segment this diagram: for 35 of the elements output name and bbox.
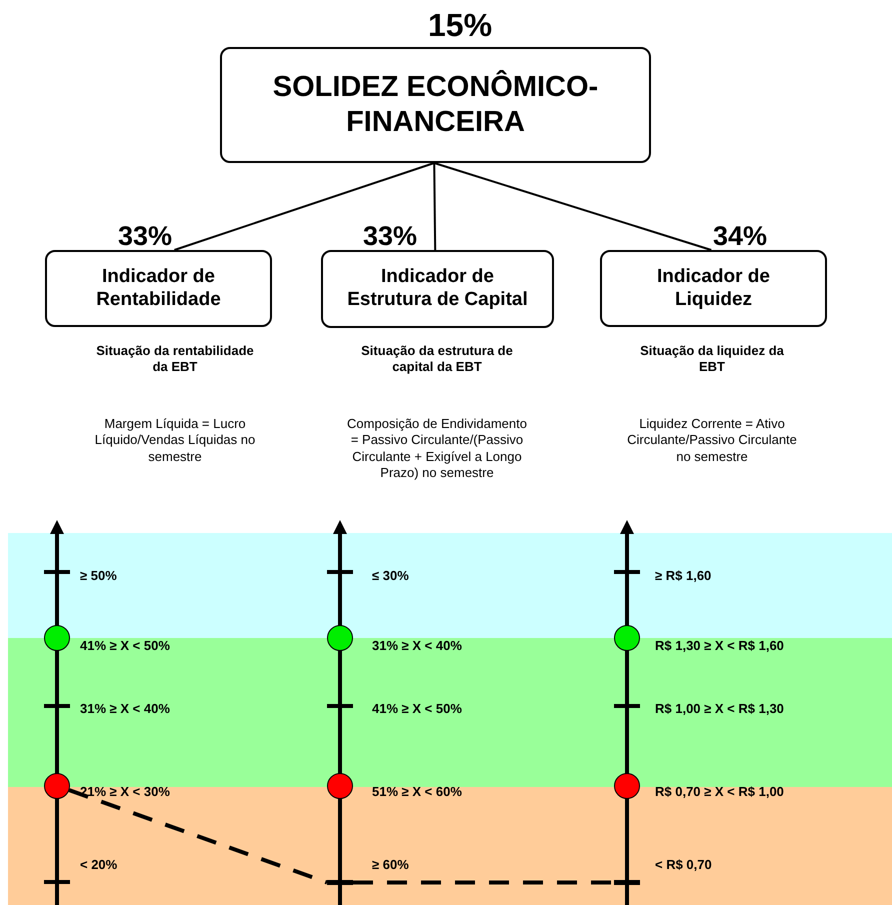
range-label: R$ 1,30 ≥ X < R$ 1,60: [655, 638, 784, 654]
connector-line: [174, 162, 435, 251]
range-label: ≥ 50%: [80, 568, 117, 584]
range-label: R$ 0,70 ≥ X < R$ 1,00: [655, 784, 784, 800]
dashed-line: [68, 788, 328, 884]
range-label: 41% ≥ X < 50%: [80, 638, 170, 654]
indicator-box: Indicador de Estrutura de Capital: [321, 250, 554, 328]
range-label: 31% ≥ X < 40%: [80, 701, 170, 717]
weight-percentage: 33%: [362, 222, 418, 252]
section-heading: Situação da rentabilidade da EBT: [95, 343, 255, 374]
dashed-line: [353, 880, 614, 884]
section-heading: Situação da estrutura de capital da EBT: [360, 343, 514, 374]
weight-percentage: 15%: [426, 8, 494, 44]
connector-line: [433, 162, 436, 250]
range-label: R$ 1,00 ≥ X < R$ 1,30: [655, 701, 784, 717]
section-heading: Situação da liquidez da EBT: [639, 343, 785, 374]
range-label: 51% ≥ X < 60%: [372, 784, 462, 800]
tick-mark: [614, 880, 640, 885]
range-label: < R$ 0,70: [655, 857, 712, 873]
indicator-box: SOLIDEZ ECONÔMICO-FINANCEIRA: [220, 47, 651, 163]
indicator-box: Indicador de Rentabilidade: [45, 250, 272, 327]
weight-percentage: 34%: [712, 222, 768, 252]
formula-text: Margem Líquida = Lucro Líquido/Vendas Líquidas no semestre: [94, 416, 256, 465]
tick-mark: [327, 880, 353, 885]
range-label: 31% ≥ X < 40%: [372, 638, 462, 654]
range-label: ≤ 30%: [372, 568, 409, 584]
indicator-box: Indicador de Liquidez: [600, 250, 827, 327]
formula-text: Composição de Endividamento = Passivo Circulante/(Passivo Circulante + Exigível a Longo Prazo) no semestre: [347, 416, 527, 481]
range-label: ≥ R$ 1,60: [655, 568, 712, 584]
range-label: ≥ 60%: [372, 857, 409, 873]
weight-percentage: 33%: [116, 222, 174, 252]
connector-line: [434, 162, 712, 251]
range-label: 41% ≥ X < 50%: [372, 701, 462, 717]
formula-text: Liquidez Corrente = Ativo Circulante/Passivo Circulante no semestre: [626, 416, 798, 465]
range-label: < 20%: [80, 857, 118, 873]
